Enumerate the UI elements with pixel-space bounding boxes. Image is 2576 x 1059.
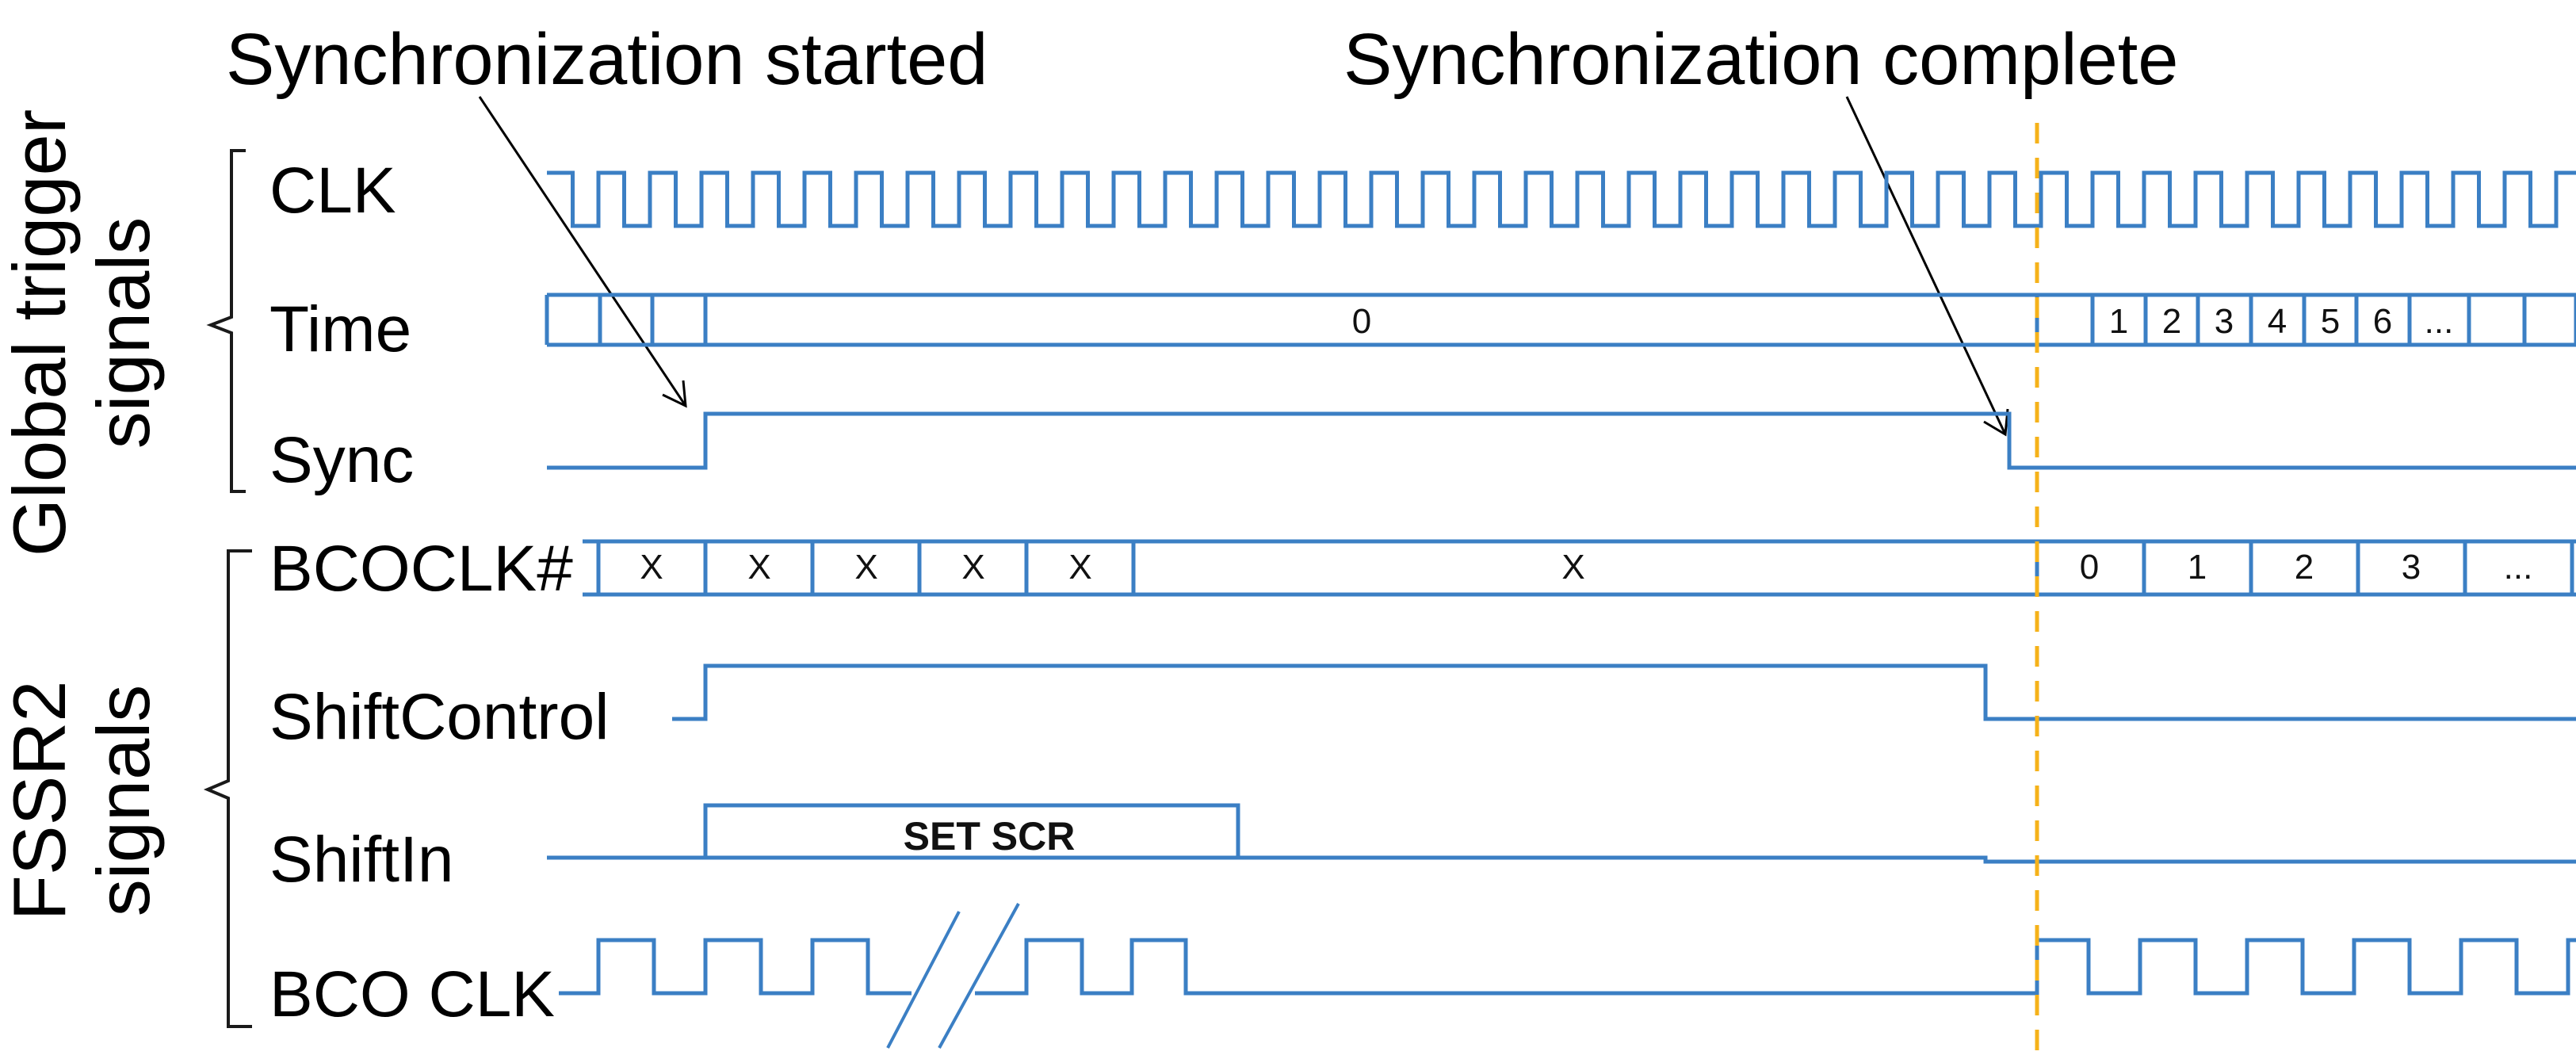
group-fssr2-line2: signals bbox=[82, 685, 165, 917]
time-value-cell: 2 bbox=[2162, 302, 2181, 341]
bracket-fssr2 bbox=[203, 549, 252, 1028]
annotation-sync-complete: Synchronization complete bbox=[1343, 19, 2178, 100]
waveform-shiftcontrol bbox=[672, 663, 2576, 721]
time-value-cell: 3 bbox=[2215, 302, 2234, 341]
arrow-sync-started bbox=[478, 96, 687, 408]
time-value-cell: 6 bbox=[2373, 302, 2392, 341]
bcoclk-value-cell: X bbox=[854, 548, 877, 587]
waveform-bco-clk bbox=[559, 903, 2576, 1049]
annotation-sync-started: Synchronization started bbox=[226, 19, 988, 100]
waveform-sync bbox=[547, 411, 2576, 470]
bcoclk-value-cell: X bbox=[1068, 548, 1091, 587]
bcoclk-value-cell: X bbox=[961, 548, 984, 587]
bcoclk-value-wide: X bbox=[1561, 548, 1584, 587]
bcoclk-value-cell: ... bbox=[2504, 548, 2533, 587]
signal-label-time: Time bbox=[269, 293, 411, 365]
signal-label-clk: CLK bbox=[269, 155, 396, 227]
signal-label-bco-clk: BCO CLK bbox=[269, 958, 555, 1030]
break-mark bbox=[886, 903, 1020, 1049]
time-value-cell: 5 bbox=[2321, 302, 2340, 341]
bcoclk-value-cell: X bbox=[747, 548, 770, 587]
group-label-global: Global trigger signals bbox=[0, 109, 165, 556]
arrow-sync-complete bbox=[1845, 96, 2009, 437]
time-value-cell: 4 bbox=[2268, 302, 2287, 341]
bcoclk-value-cell: 2 bbox=[2295, 548, 2314, 587]
time-value-cell: ... bbox=[2425, 302, 2454, 341]
group-global-line1: Global trigger bbox=[0, 109, 81, 556]
signal-label-bcoclk-hash: BCOCLK# bbox=[269, 533, 573, 605]
bracket-global bbox=[206, 149, 246, 493]
waveform-bcoclk-hash: X X X X X X 0 1 2 3... bbox=[583, 539, 2576, 597]
waveform-clk bbox=[547, 170, 2576, 228]
bcoclk-value-cell: 3 bbox=[2402, 548, 2421, 587]
signal-label-sync: Sync bbox=[269, 424, 414, 496]
bcoclk-value-cell: 0 bbox=[2080, 548, 2099, 587]
group-fssr2-line1: FSSR2 bbox=[0, 681, 81, 921]
signal-label-shiftcontrol: ShiftControl bbox=[269, 681, 609, 753]
shiftin-payload: SET SCR bbox=[904, 814, 1076, 858]
signal-label-shiftin: ShiftIn bbox=[269, 824, 453, 896]
group-label-fssr2: FSSR2 signals bbox=[0, 681, 165, 921]
group-global-line2: signals bbox=[82, 217, 165, 449]
bcoclk-value-cell: 1 bbox=[2188, 548, 2207, 587]
waveform-shiftin: SET SCR bbox=[547, 803, 2576, 864]
time-value-cell: 1 bbox=[2109, 302, 2128, 341]
bcoclk-value-cell: X bbox=[640, 548, 663, 587]
time-value-zero: 0 bbox=[1352, 302, 1371, 341]
